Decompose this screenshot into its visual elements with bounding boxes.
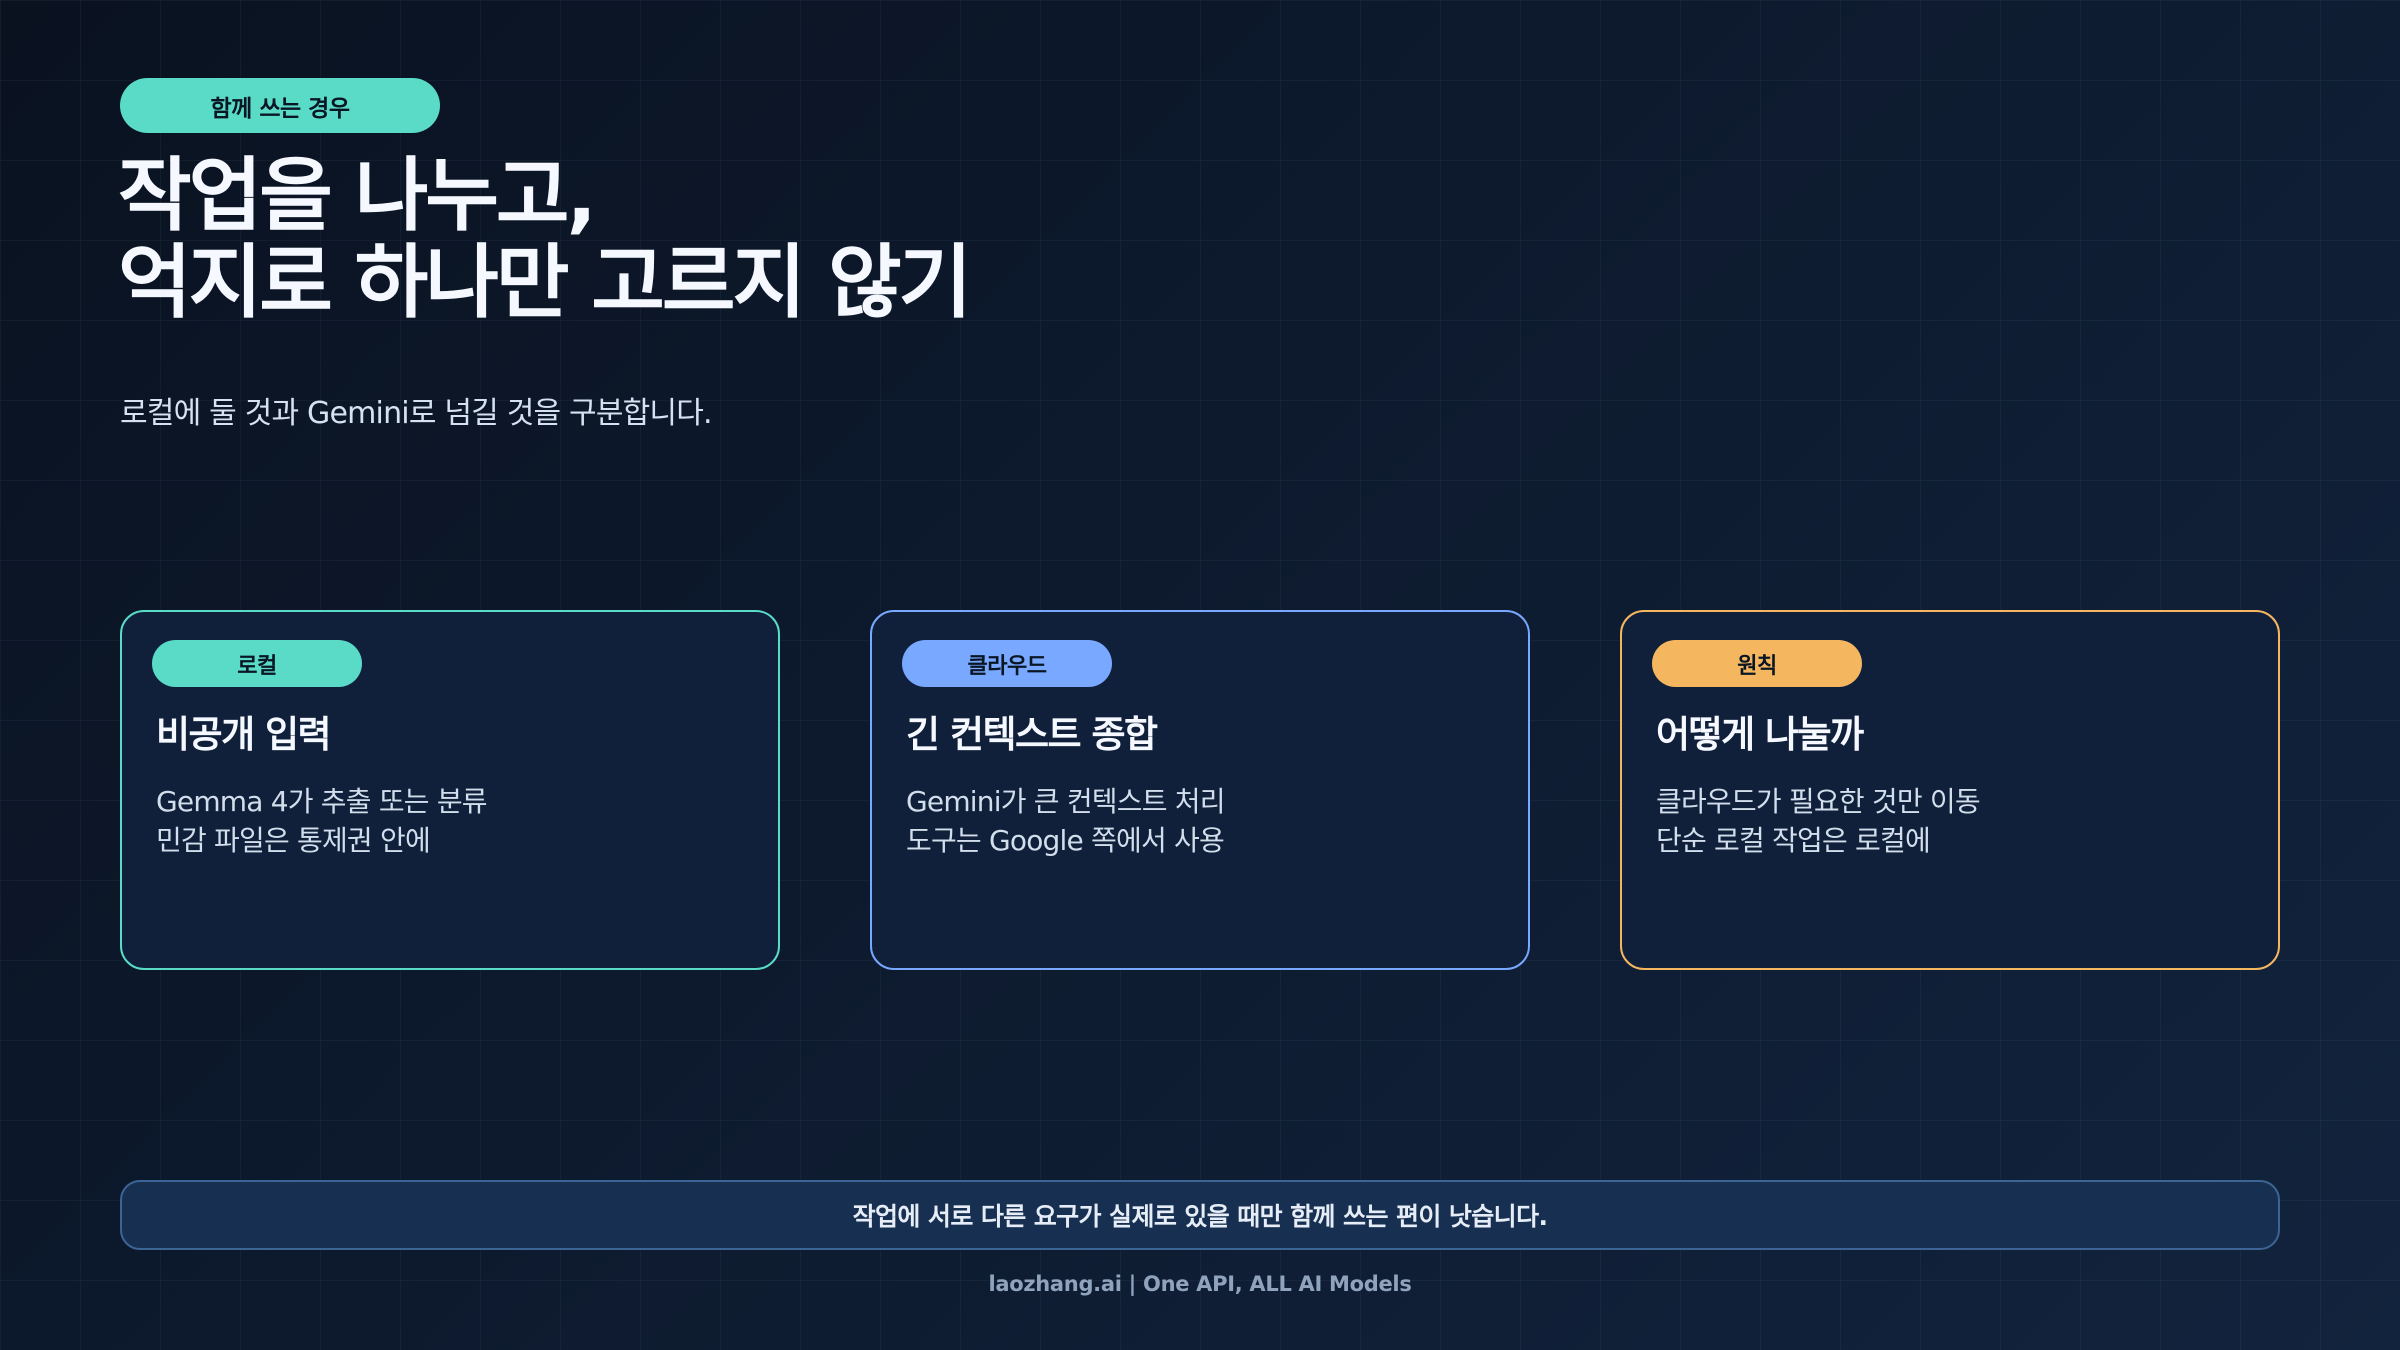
card-body: 클라우드가 필요한 것만 이동 단순 로컬 작업은 로컬에	[1656, 782, 1981, 860]
card-tag-label: 로컬	[237, 653, 277, 679]
card-principle: 원칙 어떻게 나눌까 클라우드가 필요한 것만 이동 단순 로컬 작업은 로컬에	[1620, 610, 2280, 970]
card-tag: 원칙	[1652, 640, 1862, 687]
card-tag: 로컬	[152, 640, 362, 687]
footer-credit: laozhang.ai | One API, ALL AI Models	[988, 1272, 1412, 1296]
card-heading: 어떻게 나눌까	[1656, 713, 1864, 756]
card-body-line: 민감 파일은 통제권 안에	[156, 824, 431, 857]
card-tag-label: 원칙	[1737, 653, 1777, 679]
card-body-line: 클라우드가 필요한 것만 이동	[1656, 785, 1981, 818]
page-title: 작업을 나누고, 억지로 하나만 고르지 않기	[118, 149, 972, 329]
card-tag: 클라우드	[902, 640, 1112, 687]
page-subtitle: 로컬에 둘 것과 Gemini로 넘길 것을 구분합니다.	[120, 396, 713, 431]
card-body-line: 단순 로컬 작업은 로컬에	[1656, 824, 1931, 857]
section-badge-label: 함께 쓰는 경우	[210, 95, 350, 122]
summary-banner-text: 작업에 서로 다른 요구가 실제로 있을 때만 함께 쓰는 편이 낫습니다.	[852, 1202, 1548, 1231]
card-body-line: Gemini가 큰 컨텍스트 처리	[906, 785, 1225, 818]
card-local: 로컬 비공개 입력 Gemma 4가 추출 또는 분류 민감 파일은 통제권 안…	[120, 610, 780, 970]
card-body-line: Gemma 4가 추출 또는 분류	[156, 785, 488, 818]
card-body: Gemma 4가 추출 또는 분류 민감 파일은 통제권 안에	[156, 782, 488, 860]
section-badge: 함께 쓰는 경우	[120, 78, 440, 133]
card-heading: 비공개 입력	[156, 713, 332, 756]
card-heading: 긴 컨텍스트 종합	[906, 713, 1158, 756]
card-body-line: 도구는 Google 쪽에서 사용	[906, 824, 1225, 857]
summary-banner: 작업에 서로 다른 요구가 실제로 있을 때만 함께 쓰는 편이 낫습니다.	[120, 1180, 2280, 1250]
card-tag-label: 클라우드	[967, 653, 1047, 679]
card-body: Gemini가 큰 컨텍스트 처리 도구는 Google 쪽에서 사용	[906, 782, 1225, 860]
page-title-line-2: 억지로 하나만 고르지 않기	[118, 236, 972, 329]
card-cloud: 클라우드 긴 컨텍스트 종합 Gemini가 큰 컨텍스트 처리 도구는 Goo…	[870, 610, 1530, 970]
page-title-line-1: 작업을 나누고,	[118, 149, 597, 242]
